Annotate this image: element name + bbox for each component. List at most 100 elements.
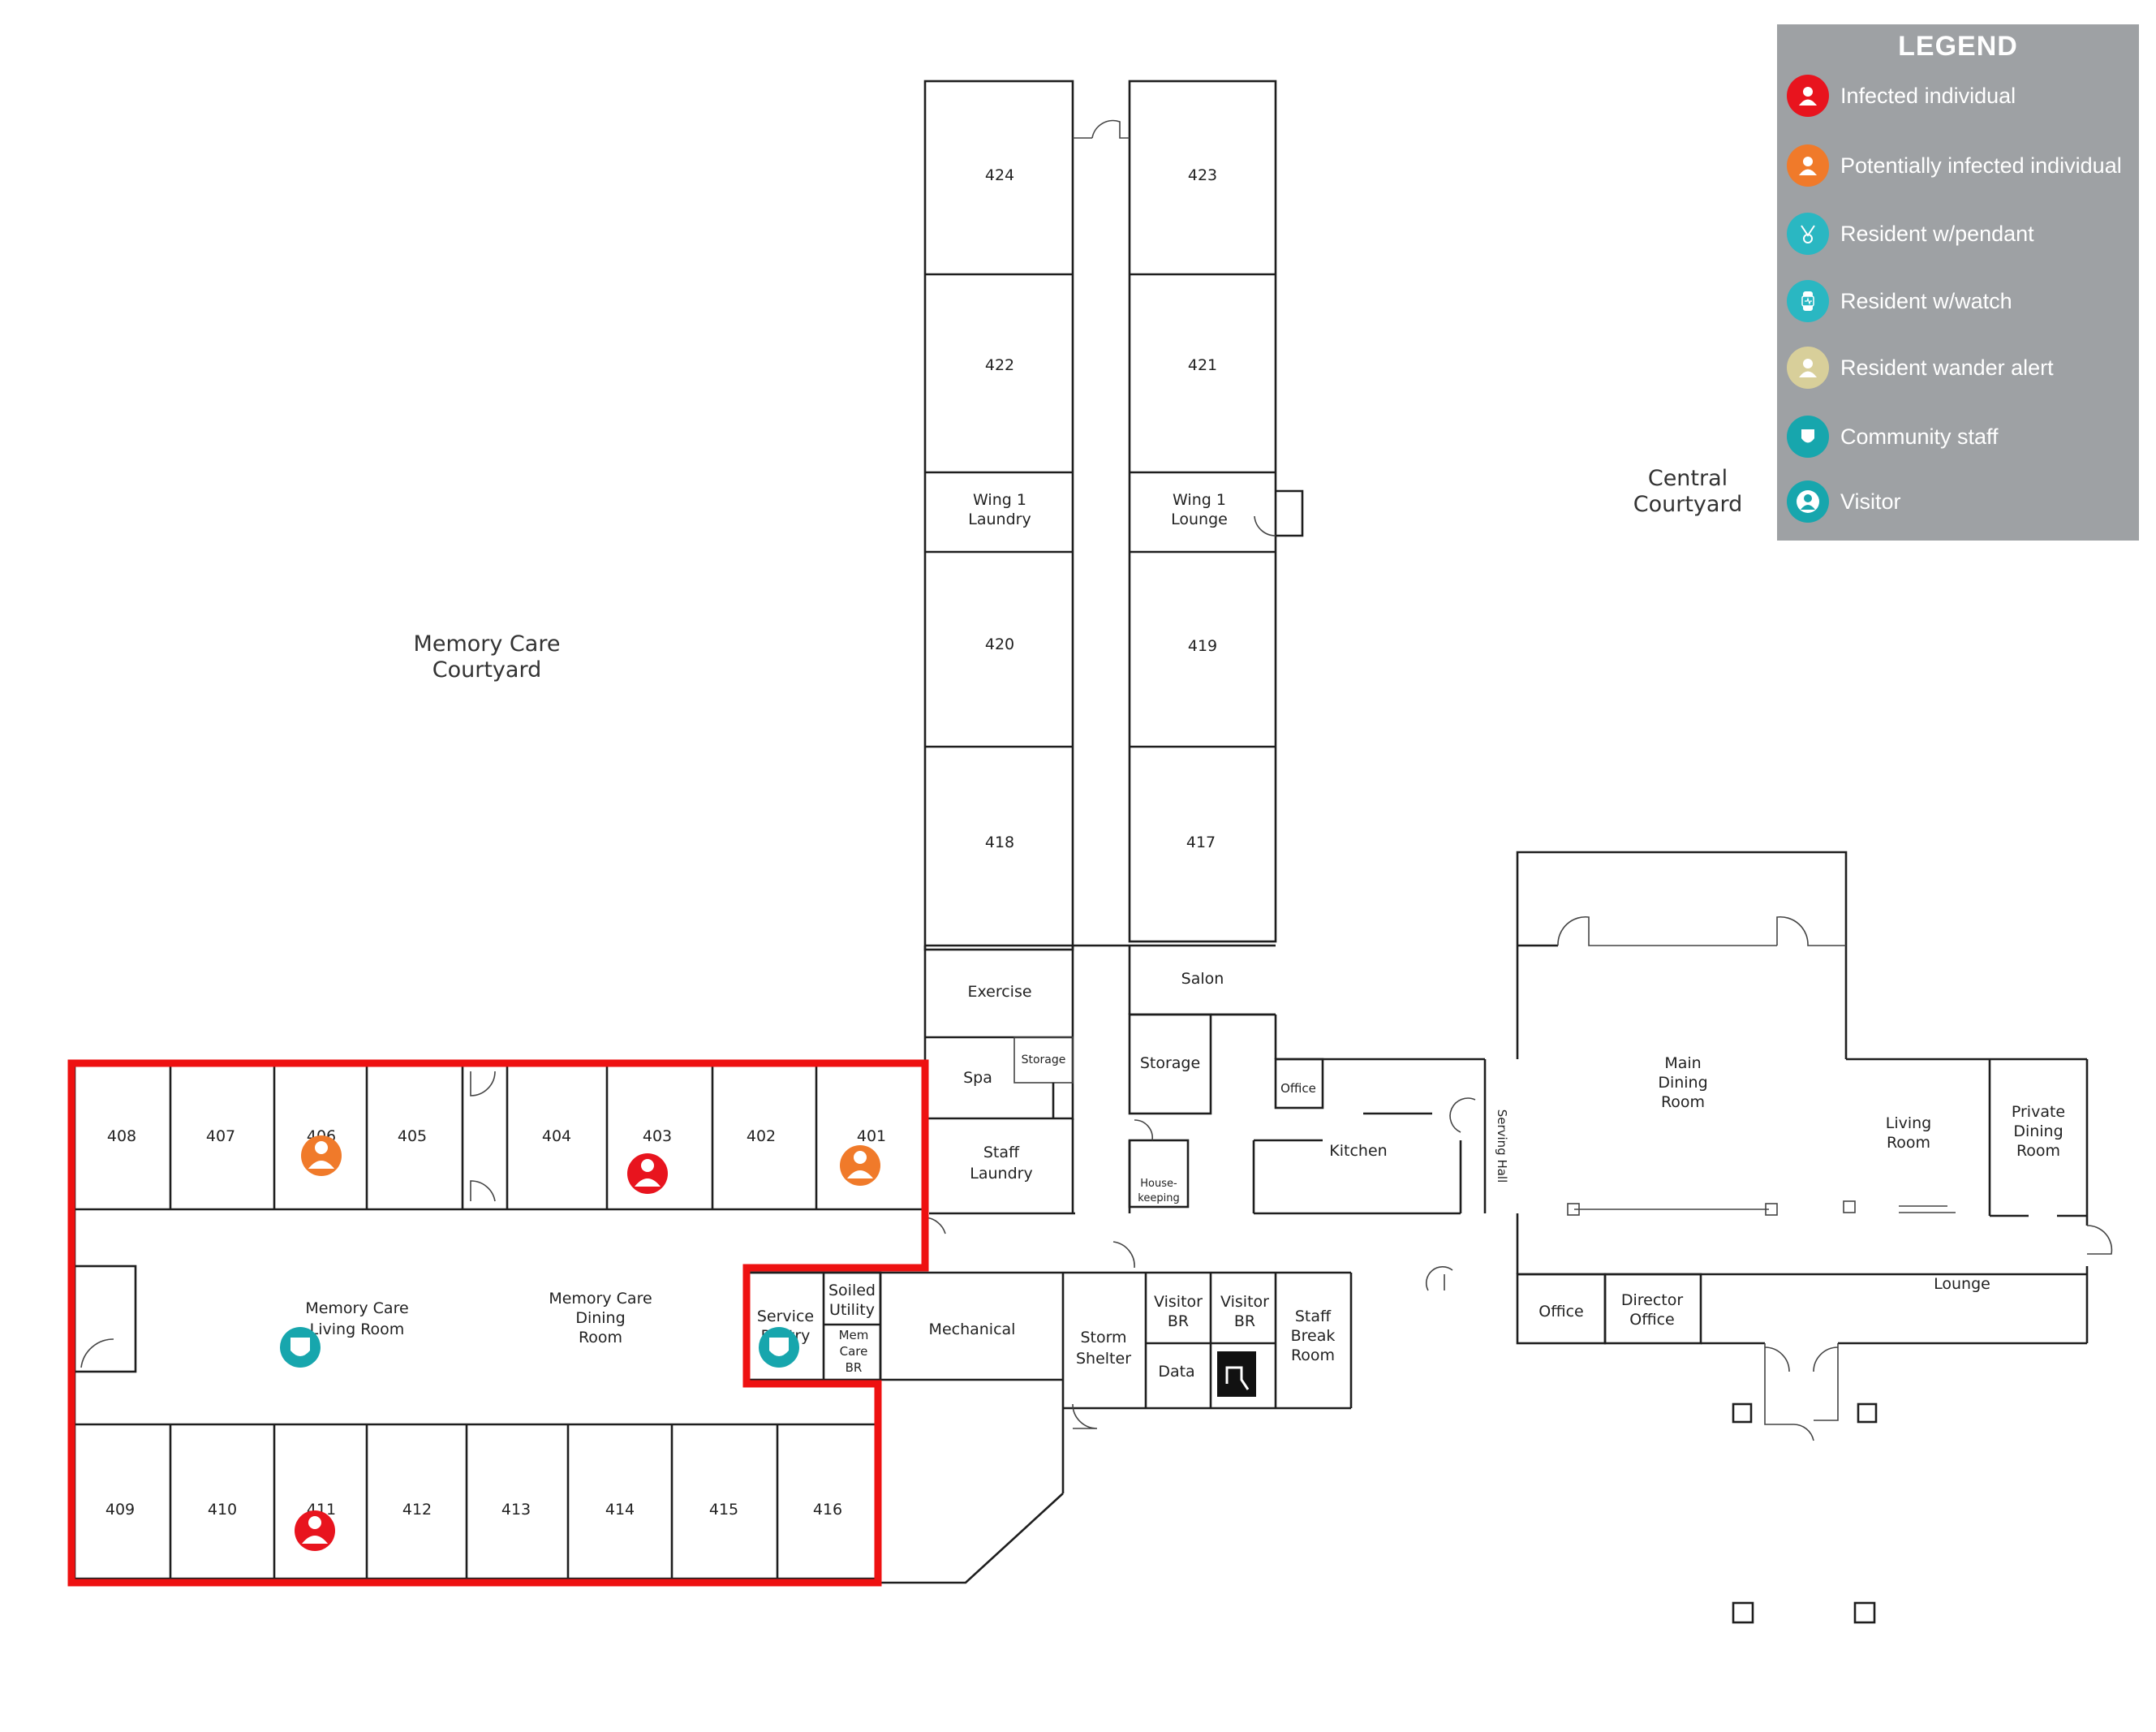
marker-room-411[interactable]	[295, 1510, 335, 1551]
legend-item-wander-alert: Resident wander alert	[1787, 345, 2054, 390]
quarantine-zone-outline	[67, 1059, 929, 1587]
room-407-label: 407	[206, 1127, 235, 1145]
staff-laundry-label: Staff	[983, 1144, 1020, 1161]
legend-title: LEGEND	[1898, 31, 2018, 62]
living-room-label-2: Room	[1887, 1134, 1930, 1152]
person-outline-icon	[1787, 480, 1829, 523]
main-dining-label-2: Dining	[1658, 1074, 1707, 1092]
legend-item-pendant: Resident w/pendant	[1787, 211, 2034, 256]
lounge-label: Lounge	[1934, 1275, 1990, 1293]
storage-small-label: Storage	[1022, 1053, 1066, 1066]
staff-break-label: Staff	[1295, 1308, 1332, 1325]
room-403-label: 403	[643, 1127, 672, 1145]
storm-shelter-label-2: Shelter	[1076, 1350, 1131, 1368]
visitor-br-2-label-2: BR	[1234, 1312, 1255, 1330]
mem-care-br-label-2: Care	[840, 1344, 868, 1359]
room-402-label: 402	[747, 1127, 776, 1145]
wing1-lounge-label: Wing 1	[1173, 491, 1226, 509]
badge-icon	[1787, 416, 1829, 458]
marker-room-403[interactable]	[627, 1153, 668, 1194]
marker-service-pantry-staff[interactable]	[759, 1327, 799, 1368]
room-409-label: 409	[105, 1501, 135, 1519]
soiled-utility-label: Soiled	[828, 1282, 876, 1299]
legend-item-potentially-infected: Potentially infected individual	[1787, 143, 2122, 188]
wing-1-walls	[923, 80, 1304, 1016]
data-room-label: Data	[1158, 1363, 1194, 1381]
office-block-walls	[1516, 1273, 2087, 1624]
room-416-label: 416	[813, 1501, 842, 1519]
storage-label: Storage	[1140, 1054, 1200, 1072]
central-courtyard-label-2: Courtyard	[1633, 492, 1742, 517]
private-dining-label-2: Dining	[2013, 1122, 2063, 1140]
mc-dining-label-2: Dining	[575, 1309, 625, 1327]
private-dining-label-3: Room	[2016, 1142, 2060, 1160]
room-410-label: 410	[208, 1501, 237, 1519]
watch-icon	[1787, 280, 1829, 322]
staff-break-label-3: Room	[1291, 1346, 1335, 1364]
mc-dining-label: Memory Care	[549, 1290, 652, 1308]
room-420-label: 420	[985, 635, 1014, 653]
legend-label: Community staff	[1840, 424, 1999, 449]
salon-label: Salon	[1181, 970, 1224, 988]
office-small-label: Office	[1280, 1081, 1316, 1096]
room-405-label: 405	[398, 1127, 427, 1145]
housekeeping-label-2: keeping	[1138, 1192, 1179, 1204]
main-dining-walls	[1516, 851, 2113, 1343]
living-room-label: Living	[1886, 1114, 1932, 1132]
director-office-label-2: Office	[1629, 1311, 1674, 1329]
staff-laundry-label-2: Laundry	[970, 1165, 1032, 1183]
legend-label: Resident w/pendant	[1840, 221, 2034, 246]
visitor-br-1-label-2: BR	[1168, 1312, 1189, 1330]
legend-label: Infected individual	[1840, 83, 2016, 108]
visitor-br-1-label: Visitor	[1154, 1293, 1203, 1311]
mc-dining-label-3: Room	[579, 1329, 622, 1346]
spa-label: Spa	[963, 1069, 992, 1087]
room-404-label: 404	[542, 1127, 571, 1145]
room-419-label: 419	[1188, 637, 1217, 655]
mem-care-br-label-3: BR	[846, 1360, 863, 1375]
legend-label: Resident wander alert	[1840, 355, 2054, 380]
memory-care-courtyard-label-2: Courtyard	[432, 657, 541, 683]
room-417-label: 417	[1186, 834, 1216, 851]
legend-label: Resident w/watch	[1840, 288, 2012, 313]
room-418-label: 418	[985, 834, 1014, 851]
private-dining-label: Private	[2012, 1103, 2065, 1121]
main-dining-label-3: Room	[1661, 1093, 1705, 1111]
director-office-label: Director	[1621, 1291, 1684, 1309]
room-401-label: 401	[857, 1127, 886, 1145]
mechanical-label: Mechanical	[929, 1321, 1016, 1338]
wing1-laundry-label-2: Laundry	[968, 511, 1031, 528]
room-422-label: 422	[985, 356, 1014, 374]
legend-item-visitor: Visitor	[1787, 479, 1901, 524]
room-424-label: 424	[985, 166, 1014, 184]
staff-break-label-2: Break	[1291, 1327, 1336, 1345]
room-413-label: 413	[501, 1501, 531, 1519]
legend-item-watch: Resident w/watch	[1787, 278, 2012, 324]
room-408-label: 408	[107, 1127, 136, 1145]
mem-care-br-label: Mem	[839, 1328, 869, 1342]
marker-room-401[interactable]	[840, 1145, 880, 1186]
mc-living-label-2: Living Room	[310, 1321, 405, 1338]
person-icon	[1787, 347, 1829, 389]
legend-item-staff: Community staff	[1787, 414, 1999, 459]
legend-panel: LEGEND Infected individual Potentially i…	[1777, 24, 2139, 541]
pendant-icon	[1787, 213, 1829, 255]
exercise-label: Exercise	[967, 983, 1031, 1001]
mc-living-label: Memory Care	[305, 1299, 408, 1317]
housekeeping-label: House-	[1140, 1178, 1177, 1190]
marker-mc-living-staff[interactable]	[280, 1327, 321, 1368]
room-423-label: 423	[1188, 166, 1217, 184]
main-dining-label: Main	[1664, 1054, 1701, 1072]
soiled-utility-label-2: Utility	[829, 1301, 875, 1319]
legend-label: Potentially infected individual	[1840, 153, 2122, 178]
service-pantry-label: Service	[757, 1308, 814, 1325]
storm-shelter-label: Storm	[1080, 1329, 1126, 1346]
kitchen-label: Kitchen	[1329, 1142, 1387, 1160]
visitor-br-2-label: Visitor	[1220, 1293, 1269, 1311]
office-label: Office	[1538, 1303, 1583, 1321]
room-414-label: 414	[605, 1501, 635, 1519]
marker-room-406[interactable]	[301, 1135, 342, 1176]
room-421-label: 421	[1188, 356, 1217, 374]
central-courtyard-label: Central	[1648, 466, 1728, 491]
